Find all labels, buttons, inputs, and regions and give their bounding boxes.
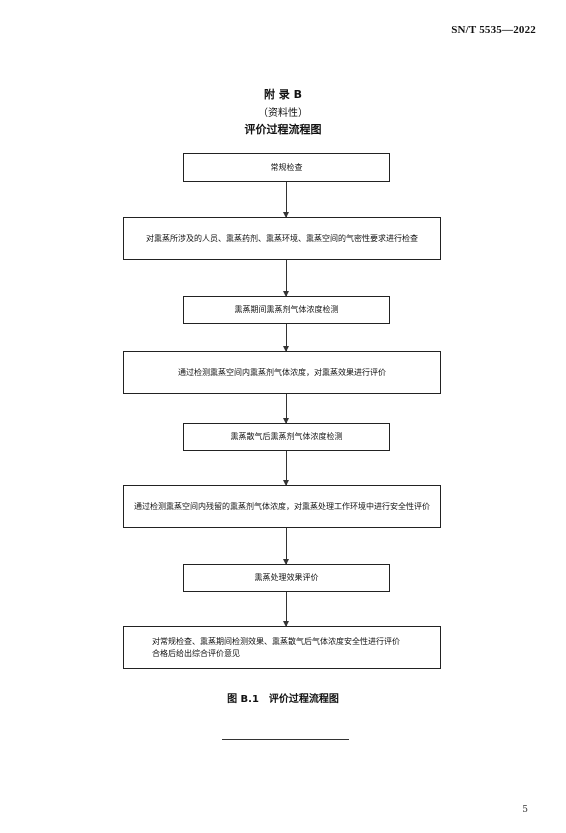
flow-arrow bbox=[283, 394, 289, 424]
flow-step-treatment-effect: 熏蒸处理效果评价 bbox=[183, 564, 390, 592]
flow-step-line-2: 合格后给出综合评价意见 bbox=[152, 648, 240, 658]
flow-step-label: 熏蒸散气后熏蒸剂气体浓度检测 bbox=[230, 432, 343, 441]
flow-step-effect-evaluation: 通过检测熏蒸空间内熏蒸剂气体浓度，对熏蒸效果进行评价 bbox=[123, 351, 441, 394]
flow-step-concentration-after: 熏蒸散气后熏蒸剂气体浓度检测 bbox=[183, 423, 390, 451]
flow-step-safety-evaluation: 通过检测熏蒸空间内残留的熏蒸剂气体浓度，对熏蒸处理工作环境中进行安全性评价 bbox=[123, 485, 441, 528]
flow-step-label: 熏蒸处理效果评价 bbox=[254, 573, 319, 582]
flow-step-label: 常规检查 bbox=[270, 162, 303, 172]
flow-step-label: 通过检测熏蒸空间内熏蒸剂气体浓度，对熏蒸效果进行评价 bbox=[178, 367, 386, 377]
flow-arrow bbox=[283, 182, 289, 218]
flow-step-preparation-check: 对熏蒸所涉及的人员、熏蒸药剂、熏蒸环境、熏蒸空间的气密性要求进行检查 bbox=[123, 217, 441, 260]
flow-step-label: 通过检测熏蒸空间内残留的熏蒸剂气体浓度，对熏蒸处理工作环境中进行安全性评价 bbox=[134, 501, 430, 511]
flow-step-label: 对熏蒸所涉及的人员、熏蒸药剂、熏蒸环境、熏蒸空间的气密性要求进行检查 bbox=[146, 233, 418, 243]
figure-caption: 图 B.1 评价过程流程图 bbox=[227, 694, 339, 705]
appendix-nature: （资料性） bbox=[258, 108, 308, 119]
flow-arrow bbox=[283, 324, 289, 352]
end-rule bbox=[222, 739, 349, 740]
flow-step-concentration-during: 熏蒸期间熏蒸剂气体浓度检测 bbox=[183, 296, 390, 324]
standard-code: SN/T 5535—2022 bbox=[451, 24, 536, 36]
page-number: 5 bbox=[522, 805, 528, 815]
flow-step-routine-check: 常规检查 bbox=[183, 153, 390, 182]
flow-step-label: 熏蒸期间熏蒸剂气体浓度检测 bbox=[234, 305, 339, 314]
appendix-title: 评价过程流程图 bbox=[244, 123, 322, 136]
flow-arrow bbox=[283, 592, 289, 627]
flow-step-line-1: 对常规检查、熏蒸期间检测效果、熏蒸散气后气体浓度安全性进行评价 bbox=[152, 636, 400, 646]
flow-step-comprehensive-evaluation: 对常规检查、熏蒸期间检测效果、熏蒸散气后气体浓度安全性进行评价 合格后给出综合评… bbox=[123, 626, 441, 669]
flow-arrow bbox=[283, 528, 289, 565]
appendix-label: 附 录 B bbox=[263, 88, 303, 101]
flow-arrow bbox=[283, 260, 289, 297]
flow-arrow bbox=[283, 451, 289, 486]
